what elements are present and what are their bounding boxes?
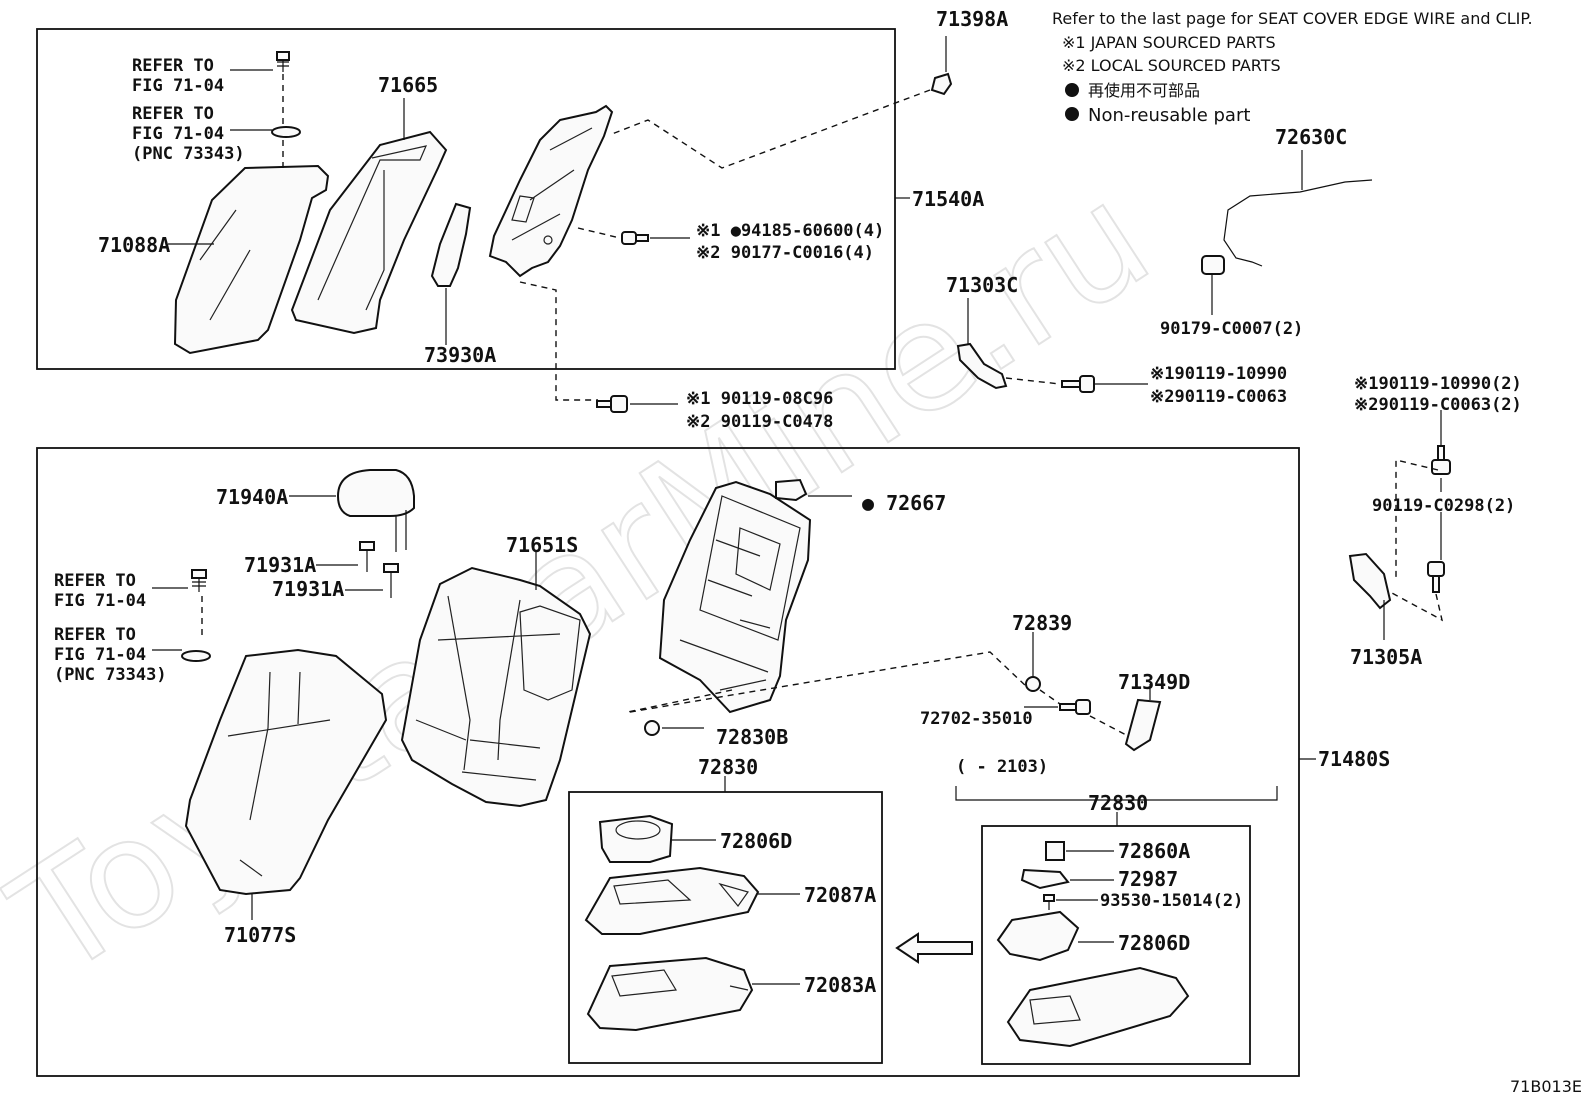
label-72830-left[interactable]: 72830 [698, 755, 758, 779]
cover-71349D[interactable] [1124, 698, 1162, 752]
bolt-icon [1427, 561, 1445, 593]
label-72830B[interactable]: 72830B [716, 725, 788, 749]
armrest-assembly-box-right [981, 825, 1251, 1065]
armrest-body-right[interactable] [1006, 966, 1190, 1048]
screw-icon [1043, 894, 1055, 910]
label-71303C[interactable]: 71303C [946, 273, 1018, 297]
nonreusable-bullet-icon [1065, 83, 1079, 97]
label-refer-4b[interactable]: FIG 71-04 [54, 645, 146, 665]
label-94185-60600[interactable]: ※1 ●94185-60600(4) [696, 221, 884, 241]
label-72630C[interactable]: 72630C [1275, 125, 1347, 149]
cup-holder-72806D-right[interactable] [996, 910, 1080, 962]
label-71077S[interactable]: 71077S [224, 923, 296, 947]
bracket-71305A[interactable] [1348, 552, 1392, 610]
label-71540A[interactable]: 71540A [912, 187, 984, 211]
label-90119-10990-2[interactable]: ※190119-10990(2) [1354, 374, 1522, 394]
label-90179-C0007[interactable]: 90179-C0007(2) [1160, 319, 1303, 339]
label-93530-15014[interactable]: 93530-15014(2) [1100, 891, 1243, 911]
label-90119-C0298[interactable]: 90119-C0298(2) [1372, 496, 1515, 516]
nut-icon [1201, 255, 1225, 275]
bolt-icon [1059, 699, 1091, 715]
label-refer-2c: (PNC 73343) [132, 144, 245, 164]
clip-72860A[interactable] [1045, 841, 1065, 861]
label-71398A[interactable]: 71398A [936, 7, 1008, 31]
label-range-2103: ( - 2103) [956, 757, 1048, 777]
label-71088A[interactable]: 71088A [98, 233, 170, 257]
note-nonreusable-en: Non-reusable part [1088, 105, 1250, 126]
label-refer-4a: REFER TO [54, 625, 136, 645]
bracket-71303C[interactable] [956, 342, 1008, 390]
label-72860A[interactable]: 72860A [1118, 839, 1190, 863]
label-refer-2a: REFER TO [132, 104, 214, 124]
label-72087A[interactable]: 72087A [804, 883, 876, 907]
nut-icon [644, 720, 660, 736]
clip-icon [181, 650, 211, 662]
note-nonreusable-jp: 再使用不可部品 [1088, 81, 1200, 100]
label-72806D-right[interactable]: 72806D [1118, 931, 1190, 955]
bolt-icon [596, 395, 628, 413]
label-71665[interactable]: 71665 [378, 73, 438, 97]
headrest-guide-icon [383, 563, 399, 598]
label-72806D-left[interactable]: 72806D [720, 829, 792, 853]
label-90119-C0063-2[interactable]: ※290119-C0063(2) [1354, 395, 1522, 415]
label-72839[interactable]: 72839 [1012, 611, 1072, 635]
seatback-upper-group-box [36, 28, 896, 370]
label-71349D[interactable]: 71349D [1118, 670, 1190, 694]
arrow-left-icon [895, 932, 973, 964]
label-71931A-2[interactable]: 71931A [272, 577, 344, 601]
label-71651S[interactable]: 71651S [506, 533, 578, 557]
armrest-lower-72083A[interactable] [586, 956, 754, 1032]
figure-id: 71B013E [1510, 1077, 1582, 1096]
clip-icon [271, 126, 301, 138]
label-71931A-1[interactable]: 71931A [244, 553, 316, 577]
label-90177-C0016[interactable]: ※2 90177-C0016(4) [696, 243, 874, 263]
pad-72987[interactable] [1020, 868, 1070, 890]
screw-icon [191, 569, 207, 592]
seatback-frame-71540A[interactable] [488, 104, 614, 278]
clip-72667[interactable] [775, 478, 808, 502]
note-japan: ※1 JAPAN SOURCED PARTS [1062, 33, 1276, 52]
label-72987[interactable]: 72987 [1118, 867, 1178, 891]
cable-72630C[interactable] [1223, 179, 1373, 267]
headrest-guide-icon [359, 541, 375, 572]
label-73930A[interactable]: 73930A [424, 343, 496, 367]
label-72830-right[interactable]: 72830 [1088, 791, 1148, 815]
headrest-71940A[interactable] [336, 469, 415, 517]
screw-icon [276, 51, 290, 72]
label-refer-2b[interactable]: FIG 71-04 [132, 124, 224, 144]
label-72083A[interactable]: 72083A [804, 973, 876, 997]
bolt-icon [621, 231, 649, 245]
seatback-frame-cover-71665[interactable] [290, 130, 448, 335]
label-refer-4c: (PNC 73343) [54, 665, 167, 685]
clip-71398A[interactable] [930, 72, 953, 96]
label-90119-08C96[interactable]: ※1 90119-08C96 [686, 389, 833, 409]
label-refer-3b[interactable]: FIG 71-04 [54, 591, 146, 611]
bolt-icon [1061, 375, 1095, 393]
label-72667[interactable]: ● 72667 [862, 491, 946, 515]
label-refer-1b[interactable]: FIG 71-04 [132, 76, 224, 96]
label-90119-C0063[interactable]: ※290119-C0063 [1150, 387, 1287, 407]
label-90119-C0478[interactable]: ※2 90119-C0478 [686, 412, 833, 432]
label-71305A[interactable]: 71305A [1350, 645, 1422, 669]
label-refer-1a: REFER TO [132, 56, 214, 76]
note-refer: Refer to the last page for SEAT COVER ED… [1052, 9, 1533, 28]
bracket-73930A[interactable] [430, 202, 472, 287]
label-90119-10990[interactable]: ※190119-10990 [1150, 364, 1287, 384]
seatback-cover-71651S[interactable] [400, 566, 592, 808]
label-71940A[interactable]: 71940A [216, 485, 288, 509]
seatback-pad-71088A[interactable] [173, 164, 330, 355]
note-local: ※2 LOCAL SOURCED PARTS [1062, 56, 1281, 75]
seatback-lower-group-box [36, 447, 1300, 1077]
label-72702-35010[interactable]: 72702-35010 [920, 709, 1033, 729]
nonreusable-bullet-icon [1065, 107, 1079, 121]
nut-icon [1025, 676, 1041, 692]
seatback-pad-71077S[interactable] [184, 648, 388, 896]
label-refer-3a: REFER TO [54, 571, 136, 591]
label-71480S[interactable]: 71480S [1318, 747, 1390, 771]
